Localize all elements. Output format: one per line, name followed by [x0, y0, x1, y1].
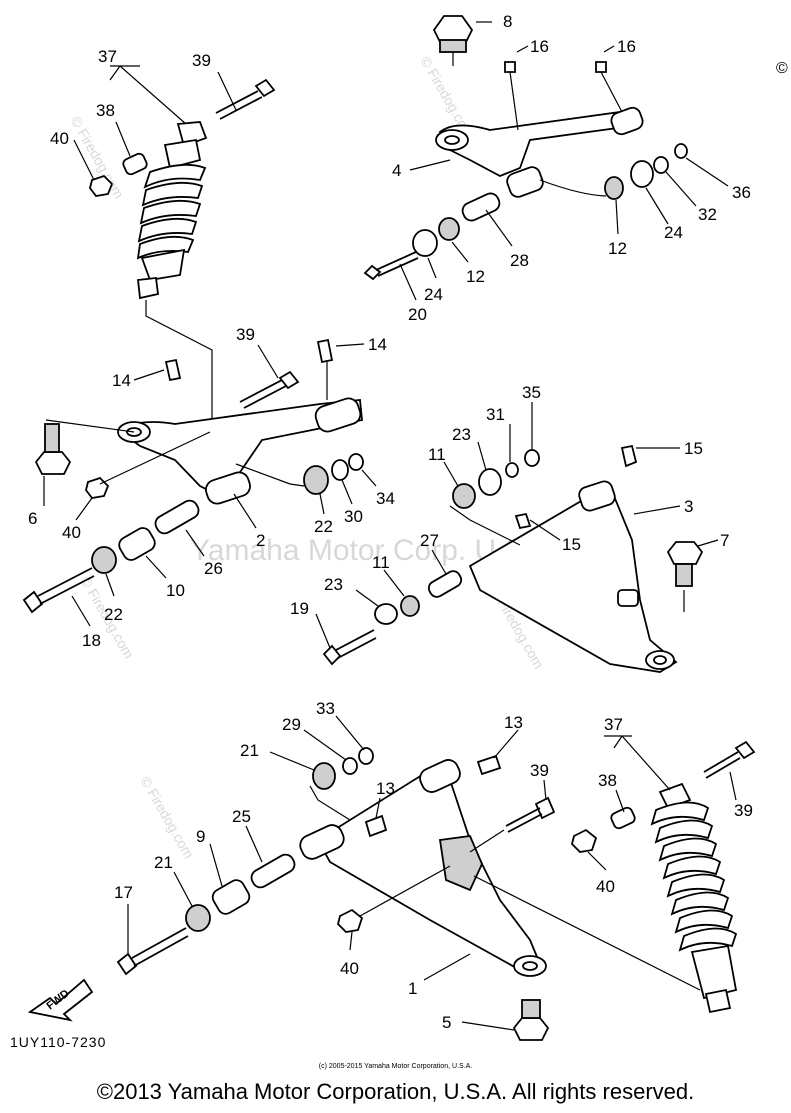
callout-36: 36	[732, 183, 751, 202]
callout-33: 33	[316, 699, 335, 718]
callout-5: 5	[442, 1013, 451, 1032]
callout-3: 3	[684, 497, 693, 516]
callout-30: 30	[344, 507, 363, 526]
callout-34: 34	[376, 489, 395, 508]
callout-21-top: 21	[240, 741, 259, 760]
callout-leaders	[43, 21, 737, 1031]
callout-38-top: 38	[96, 101, 115, 120]
callout-4: 4	[392, 161, 401, 180]
callout-17: 17	[114, 883, 133, 902]
lower-arm-3	[322, 444, 704, 673]
fwd-arrow: FWD	[27, 978, 94, 1022]
callout-20: 20	[408, 305, 427, 324]
callout-40-low-left: 40	[340, 959, 359, 978]
callout-39-mid: 39	[236, 325, 255, 344]
callout-29: 29	[282, 715, 301, 734]
callout-15-top: 15	[684, 439, 703, 458]
callout-31: 31	[486, 405, 505, 424]
callout-23-top: 23	[452, 425, 471, 444]
callout-27: 27	[420, 531, 439, 550]
callout-2: 2	[256, 531, 265, 550]
callout-18: 18	[82, 631, 101, 650]
callout-28: 28	[510, 251, 529, 270]
callout-25: 25	[232, 807, 251, 826]
callout-11-top: 11	[428, 445, 446, 464]
callout-40-low-right: 40	[596, 877, 615, 896]
callout-15-mid: 15	[562, 535, 581, 554]
callout-9: 9	[196, 827, 205, 846]
callout-14-right: 14	[368, 335, 387, 354]
callout-38-low: 38	[598, 771, 617, 790]
callout-13-top: 13	[504, 713, 523, 732]
callout-21-low: 21	[154, 853, 173, 872]
lower-arm-2	[22, 338, 364, 614]
callout-24-right: 24	[664, 223, 683, 242]
callout-35: 35	[522, 383, 541, 402]
callout-37-top: 37	[98, 47, 117, 66]
callout-8: 8	[503, 12, 512, 31]
callout-6: 6	[28, 509, 37, 528]
watermark-side-5: © Firedog.com	[137, 774, 197, 862]
callout-10: 10	[166, 581, 185, 600]
callout-32: 32	[698, 205, 717, 224]
watermark-layer: Yamaha Motor Corp. U.S.A. © Firedog.com …	[67, 54, 561, 862]
callout-39-low: 39	[530, 761, 549, 780]
callout-22-mid: 22	[314, 517, 333, 536]
shock-absorber-upper	[89, 78, 276, 420]
callout-40-mid: 40	[62, 523, 81, 542]
callout-14-left: 14	[112, 371, 131, 390]
callout-39-top: 39	[192, 51, 211, 70]
callout-26: 26	[204, 559, 223, 578]
diagram-code: 1UY110-7230	[10, 1034, 107, 1050]
callout-12-right: 12	[608, 239, 627, 258]
callout-7: 7	[720, 531, 729, 550]
callout-24-left: 24	[424, 285, 443, 304]
callout-12-left: 12	[466, 267, 485, 286]
small-copyright-text: (c) 2005-2015 Yamaha Motor Corporation, …	[318, 1063, 473, 1070]
callout-16-left: 16	[530, 37, 549, 56]
callout-19: 19	[290, 599, 309, 618]
callout-11-mid: 11	[372, 553, 390, 572]
shock-absorber-lower	[571, 740, 756, 1014]
callout-39-right: 39	[734, 801, 753, 820]
callout-37-low: 37	[604, 715, 623, 734]
callout-40-top: 40	[50, 129, 69, 148]
callout-1: 1	[408, 979, 417, 998]
corner-copyright-mark: ©	[776, 60, 788, 77]
lower-arm-1	[116, 747, 701, 1041]
callout-labels: 8 16 16 4 36 32 24 12 28 12 24 20 37 39 …	[28, 12, 753, 1032]
callout-13-mid: 13	[376, 779, 395, 798]
upper-arm-4	[363, 15, 688, 281]
callout-16-right: 16	[617, 37, 636, 56]
callout-23-mid: 23	[324, 575, 343, 594]
callout-22-low: 22	[104, 605, 123, 624]
main-copyright-text: ©2013 Yamaha Motor Corporation, U.S.A. A…	[96, 1079, 695, 1104]
